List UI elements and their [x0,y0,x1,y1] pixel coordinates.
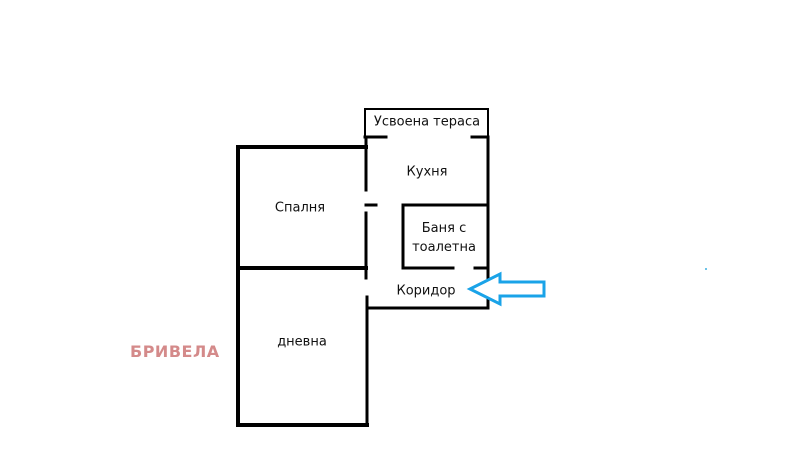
room-label-corridor: Коридор [396,283,456,299]
bathroom-line-1: Баня с [421,221,467,236]
room-label-terrace: Усвоена тераса [373,114,481,130]
room-label-bedroom: Спалня [274,200,326,216]
bathroom-line-2: тоалетна [412,240,476,255]
watermark-logo: БРИВЕЛА [130,342,220,361]
room-label-living: дневна [277,334,327,350]
terrace-outline [364,108,489,138]
artifact-dot [705,268,707,270]
walls [236,108,490,427]
room-label-bathroom: Баня с тоалетна [412,219,476,257]
entrance-arrow-icon [466,271,546,307]
room-label-kitchen: Кухня [406,164,448,180]
